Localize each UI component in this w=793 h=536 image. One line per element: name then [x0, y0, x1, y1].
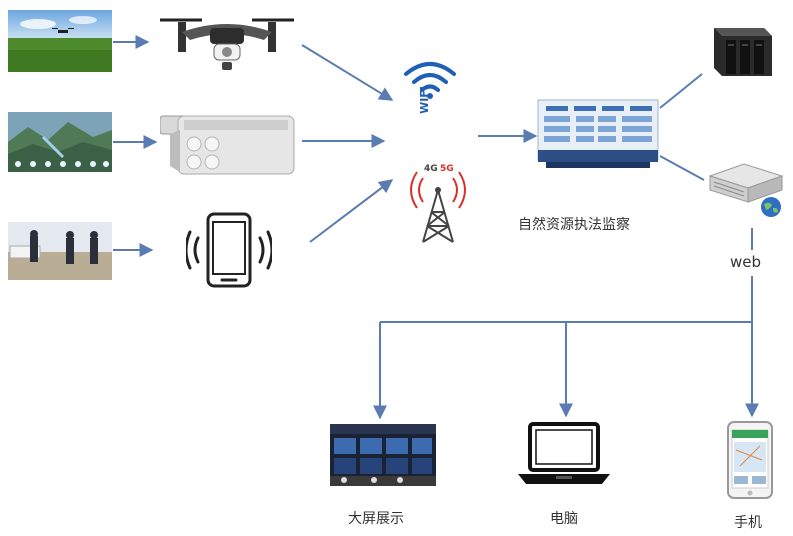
globe-icon	[760, 196, 782, 218]
platform-label: 自然资源执法监察	[518, 217, 630, 233]
cell-tower-icon	[405, 160, 471, 244]
network-5g-label: 5G	[440, 164, 454, 174]
drone-icon	[152, 10, 302, 78]
arrow-drone-wifi	[301, 44, 394, 101]
line-platform-rack	[659, 73, 703, 109]
arrow-phone-tower	[309, 179, 394, 243]
wifi-icon	[400, 52, 460, 132]
line-platform-server	[659, 155, 705, 181]
server-rack-icon	[704, 22, 776, 78]
platform-dashboard-icon	[536, 98, 660, 170]
big-screen-label: 大屏展示	[348, 511, 404, 527]
laptop-icon	[516, 420, 612, 488]
web-label: web	[730, 253, 762, 271]
wifi-label: WIFI	[418, 86, 431, 114]
network-4g-label: 4G	[424, 164, 438, 174]
surveillance-camera-icon	[160, 110, 300, 180]
big-screen-display-icon	[330, 424, 436, 486]
mountain-aerial-photo	[8, 112, 112, 172]
field-inspectors-photo	[8, 222, 112, 280]
farmland-photo	[8, 10, 112, 72]
phone-label: 手机	[734, 515, 762, 531]
phone-app-icon	[726, 420, 774, 500]
smartphone-icon	[186, 210, 272, 290]
computer-label: 电脑	[550, 511, 578, 527]
server-icon	[704, 150, 786, 220]
